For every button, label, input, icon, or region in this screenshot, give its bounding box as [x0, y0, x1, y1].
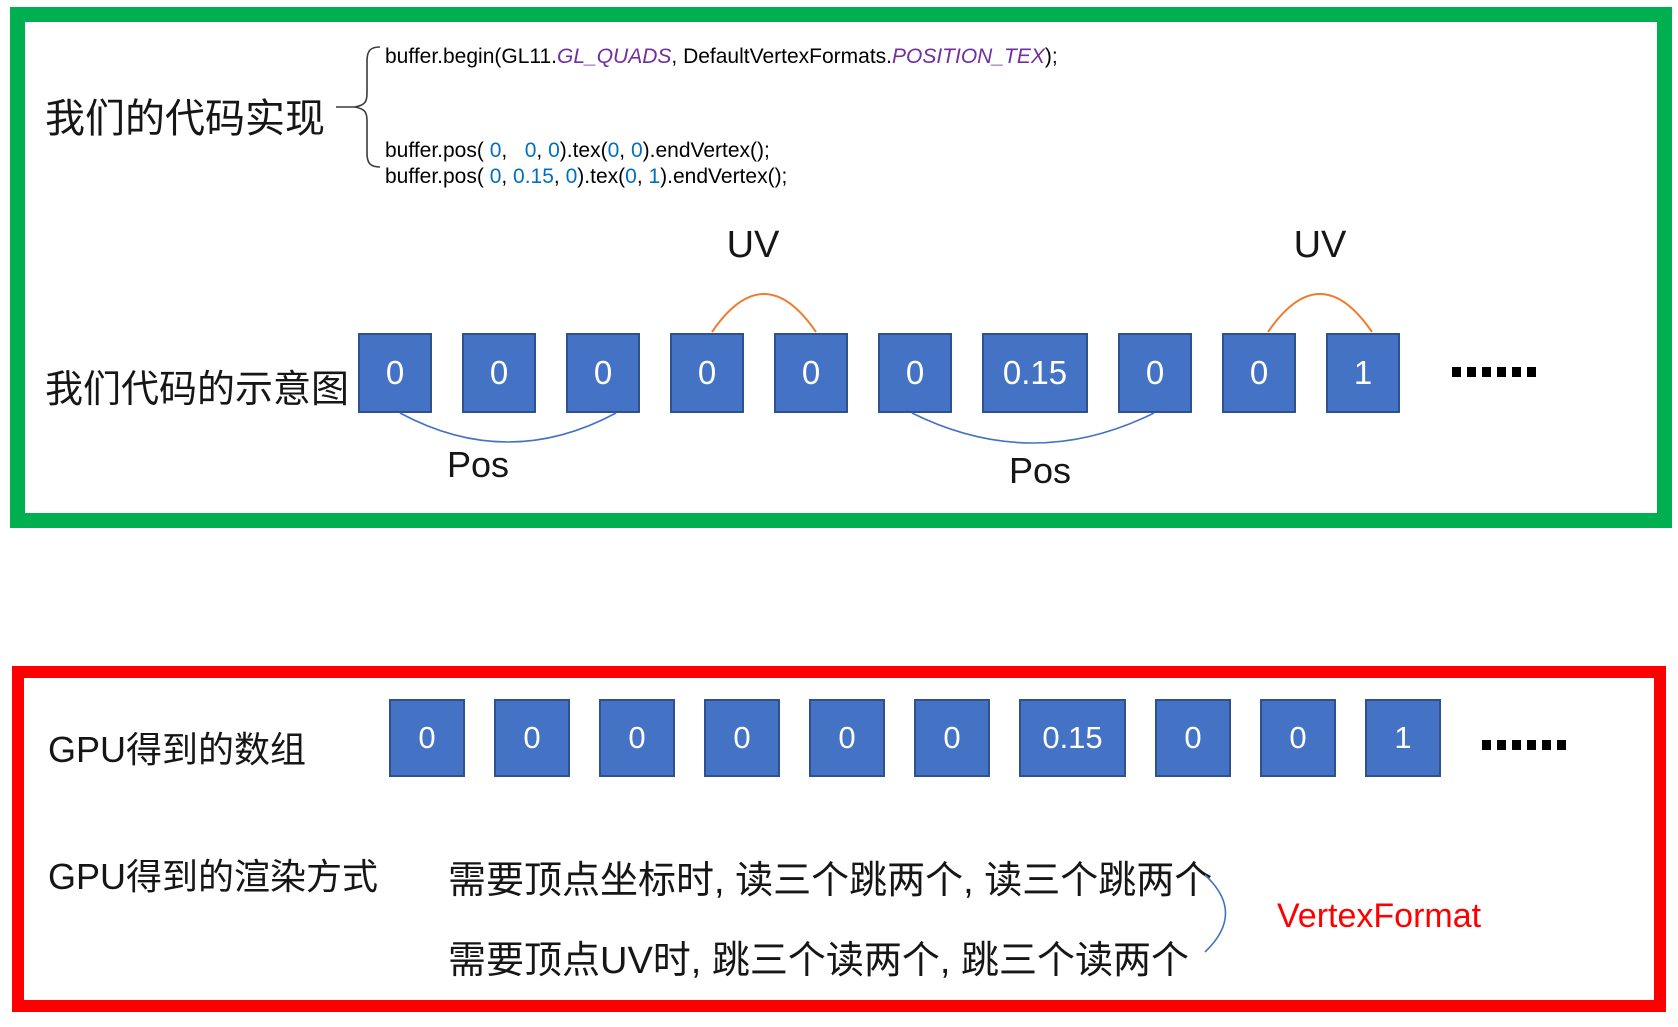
code-section-panel — [10, 7, 1672, 528]
array-cell: 0 — [389, 699, 465, 777]
ellipsis-dot — [1482, 367, 1491, 377]
array-cell: 0 — [462, 333, 536, 413]
pos-label-1: Pos — [446, 444, 510, 485]
ellipsis-dot — [1512, 367, 1521, 377]
array-cell: 0 — [809, 699, 885, 777]
ellipsis-dot — [1467, 367, 1476, 377]
array-cell: 0 — [774, 333, 848, 413]
rule-uv-text: 需要顶点UV时, 跳三个读两个, 跳三个读两个 — [448, 940, 1190, 982]
code-segment-num: 0 — [630, 139, 643, 162]
code-segment-plain: , — [501, 165, 514, 188]
ellipsis-dot — [1497, 367, 1506, 377]
array-cell: 0 — [1260, 699, 1336, 777]
code-segment-plain: ).endVertex(); — [660, 165, 788, 188]
array-cell: 1 — [1365, 699, 1441, 777]
array-cell: 0 — [670, 333, 744, 413]
ellipsis-dot — [1512, 740, 1521, 750]
ellipsis-dot — [1527, 740, 1536, 750]
code-segment-plain: buffer.pos( — [385, 165, 490, 188]
code-segment-num: 0 — [524, 139, 537, 162]
array-cell: 0.15 — [1019, 699, 1126, 777]
array-cell: 0 — [599, 699, 675, 777]
code-segment-plain: , — [619, 139, 631, 162]
code-segment-plain: , — [501, 139, 525, 162]
code-segment-plain: , — [636, 165, 649, 188]
code-segment-num: 1 — [648, 165, 661, 188]
ellipsis-dot — [1557, 740, 1566, 750]
ellipsis-dot — [1482, 740, 1491, 750]
array-cell: 0 — [704, 699, 780, 777]
ellipsis-dot — [1542, 740, 1551, 750]
pos-arc-2 — [911, 412, 1155, 444]
rules-bracket-icon — [1204, 874, 1227, 953]
code-segment-plain: ); — [1044, 45, 1058, 68]
array-cell: 0 — [1118, 333, 1192, 413]
array-cell: 0.15 — [982, 333, 1088, 413]
code-segment-kw: GL_QUADS — [557, 45, 672, 68]
uv-label-2: UV — [1293, 224, 1347, 266]
code-line-vertex-2: buffer.pos( 0, 0.15, 0).tex(0, 1).endVer… — [385, 165, 787, 189]
array-cell: 0 — [1222, 333, 1296, 413]
code-segment-num: 0 — [489, 139, 502, 162]
ellipsis-bottom — [1482, 740, 1566, 750]
code-segment-plain: , DefaultVertexFormats. — [671, 45, 892, 68]
brace-icon — [336, 46, 381, 168]
code-line-begin: buffer.begin(GL11.GL_QUADS, DefaultVerte… — [385, 45, 1058, 69]
uv-arc-1 — [711, 293, 817, 333]
pos-arc-1 — [399, 412, 617, 443]
code-segment-num: 0 — [548, 139, 560, 162]
vertex-format-label: VertexFormat — [1277, 897, 1482, 935]
ellipsis-dot — [1527, 367, 1536, 377]
code-segment-num: 0.15 — [513, 165, 554, 188]
code-segment-num: 0 — [489, 165, 502, 188]
code-segment-plain: ).tex( — [577, 165, 626, 188]
uv-arc-2 — [1267, 293, 1373, 333]
code-segment-plain: , — [536, 139, 549, 162]
ellipsis-dot — [1452, 367, 1461, 377]
array-cell: 0 — [878, 333, 952, 413]
impl-label: 我们的代码实现 — [45, 97, 325, 141]
uv-label-1: UV — [726, 224, 780, 266]
ellipsis-dot — [1497, 740, 1506, 750]
code-segment-plain: buffer.pos( — [385, 139, 490, 162]
code-segment-kw: POSITION_TEX — [892, 45, 1045, 68]
code-segment-plain: ).tex( — [559, 139, 608, 162]
code-segment-num: 0 — [607, 139, 620, 162]
gpu-render-label: GPU得到的渲染方式 — [48, 856, 379, 897]
rule-pos-text: 需要顶点坐标时, 读三个跳两个, 读三个跳两个 — [448, 860, 1213, 902]
array-cell: 0 — [358, 333, 432, 413]
code-segment-plain: , — [553, 165, 566, 188]
array-cell: 0 — [566, 333, 640, 413]
pos-label-2: Pos — [1008, 450, 1072, 491]
array-cell: 0 — [914, 699, 990, 777]
array-cell: 0 — [1155, 699, 1231, 777]
code-segment-num: 0 — [625, 165, 637, 188]
code-segment-num: 0 — [565, 165, 578, 188]
array-cell: 1 — [1326, 333, 1400, 413]
code-line-vertex-1: buffer.pos( 0, 0, 0).tex(0, 0).endVertex… — [385, 139, 770, 163]
gpu-section-panel — [12, 666, 1666, 1012]
ellipsis-top — [1452, 367, 1536, 377]
array-cell: 0 — [494, 699, 570, 777]
code-segment-plain: buffer.begin(GL11. — [385, 45, 558, 68]
diagram-label: 我们代码的示意图 — [45, 369, 350, 411]
gpu-array-label: GPU得到的数组 — [48, 729, 307, 770]
code-segment-plain: ).endVertex(); — [642, 139, 770, 162]
